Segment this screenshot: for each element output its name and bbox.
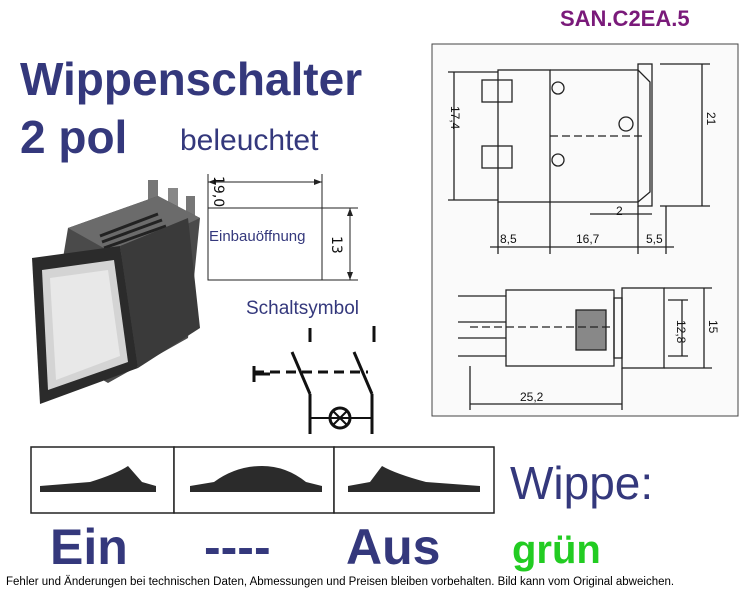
dim-b: 16,7 [576, 232, 600, 246]
switch-schematic-icon [252, 326, 376, 434]
technical-drawing [431, 43, 739, 417]
switch-photo [32, 180, 200, 404]
position-middle: ---- [204, 519, 271, 575]
rocker-positions [30, 446, 495, 514]
dim-side-height: 15 [706, 320, 720, 334]
dim-c: 5,5 [646, 232, 663, 246]
position-on: Ein [50, 519, 128, 575]
illuminated-label: beleuchtet [180, 124, 319, 157]
cutout-width: 19,0 [210, 176, 226, 208]
schematic-label: Schaltsymbol [246, 298, 359, 319]
dim-total-height: 21 [704, 112, 718, 126]
dim-length: 25,2 [520, 390, 544, 404]
dim-height: 17,4 [448, 106, 462, 130]
cutout-label: Einbauöffnung [209, 228, 306, 245]
rocker-label: Wippe: [510, 457, 654, 509]
product-code: SAN.C2EA.5 [560, 6, 690, 31]
disclaimer: Fehler und Änderungen bei technischen Da… [6, 576, 675, 588]
pole-count: 2 pol [20, 111, 128, 163]
dim-d: 2 [616, 204, 623, 218]
rocker-color: grün [512, 528, 601, 572]
product-title: Wippenschalter [20, 53, 363, 105]
dim-a: 8,5 [500, 232, 517, 246]
cutout-drawing [207, 174, 358, 281]
position-off: Aus [346, 519, 441, 575]
cutout-height: 13 [328, 236, 344, 254]
dim-inner-height: 12,8 [674, 320, 688, 344]
